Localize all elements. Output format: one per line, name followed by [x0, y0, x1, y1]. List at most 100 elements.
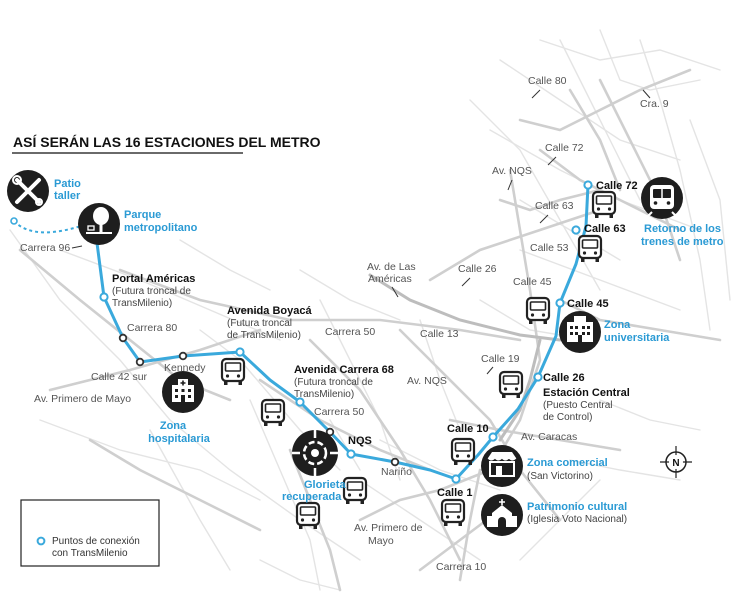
street-av-americas-2: Américas [368, 273, 412, 285]
street-carrera-96: Carrera 96 [20, 242, 70, 254]
poi-glorieta-1: Glorieta [304, 479, 346, 491]
poi-universitaria-1: Zona [604, 319, 631, 331]
street-narino: Nariño [381, 466, 412, 478]
roundabout-icon [292, 430, 338, 476]
poi-glorieta-2: recuperada [282, 491, 342, 503]
bus-icon [440, 498, 466, 528]
node-narino[interactable] [390, 457, 400, 467]
wrench-icon [7, 170, 49, 212]
poi-labels: Patio taller Parque metropolitano Zona h… [54, 178, 724, 513]
street-calle-26: Calle 26 [458, 263, 497, 275]
street-calle-63: Calle 63 [535, 200, 574, 212]
street-calle-42-sur: Calle 42 sur [91, 371, 148, 383]
street-av-primero-mayo-left: Av. Primero de Mayo [34, 393, 131, 405]
street-calle-53: Calle 53 [530, 242, 569, 254]
station-node-calle-45[interactable] [555, 298, 565, 308]
station-sub-avenida-carrera-68-2: TransMilenio) [294, 389, 354, 400]
station-label-estacion-central: Estación Central [543, 387, 630, 399]
station-label-calle-26: Calle 26 [543, 372, 585, 384]
train-icon [641, 177, 683, 219]
tree-icon [78, 203, 120, 245]
university-icon [559, 311, 601, 353]
poi-patrimonio-sub: (Iglesia Voto Nacional) [527, 514, 627, 525]
poi-retorno-1: Retorno de los [644, 223, 721, 235]
street-carrera-50-top: Carrera 50 [325, 326, 375, 338]
bus-icon [450, 437, 476, 467]
station-sub-portal-americas-1: (Futura troncal de [112, 286, 191, 297]
poi-parque-1: Parque [124, 209, 161, 221]
node-carrera-80[interactable] [118, 333, 128, 343]
patio-connector-line [13, 220, 85, 234]
patio-node [10, 217, 18, 225]
hospital-icon [162, 371, 204, 413]
bus-icon [591, 190, 617, 220]
street-carrera-10: Carrera 10 [436, 561, 486, 573]
street-carrera-50-mid: Carrera 50 [314, 406, 364, 418]
station-sub-portal-americas-2: TransMilenio) [112, 298, 172, 309]
bus-icon [498, 370, 524, 400]
bus-icon [525, 296, 551, 326]
node-kennedy[interactable] [178, 351, 188, 361]
plain-station-nodes [118, 333, 400, 467]
station-label-calle-72: Calle 72 [596, 180, 638, 192]
station-node-calle-26[interactable] [533, 372, 543, 382]
church-icon [481, 494, 523, 536]
node-calle-42-sur[interactable] [135, 357, 145, 367]
station-node-nqs[interactable] [346, 449, 356, 459]
station-nodes [99, 180, 593, 484]
street-calle-45: Calle 45 [513, 276, 552, 288]
station-label-avenida-boyaca: Avenida Boyacá [227, 305, 312, 317]
street-labels: Calle 80 Cra. 9 Calle 72 Av. NQS Calle 6… [20, 75, 669, 573]
legend: Puntos de conexión con TransMilenio [20, 499, 160, 567]
station-label-calle-63: Calle 63 [584, 223, 626, 235]
poi-comercial: Zona comercial [527, 457, 608, 469]
station-sub-avenida-boyaca-2: de TransMilenio) [227, 330, 301, 341]
poi-retorno-2: trenes de metro [641, 236, 724, 248]
legend-node [36, 536, 46, 546]
station-label-portal-americas: Portal Américas [112, 273, 195, 285]
bus-icon [295, 501, 321, 531]
street-av-caracas: Av. Caracas [521, 431, 577, 443]
station-sub-avenida-carrera-68-1: (Futura troncal de [294, 377, 373, 388]
station-sub-avenida-boyaca-1: (Futura troncal [227, 318, 292, 329]
station-node-calle-1[interactable] [451, 474, 461, 484]
street-calle-19: Calle 19 [481, 353, 520, 365]
poi-hospital-2: hospitalaria [148, 433, 211, 445]
station-node-calle-72[interactable] [583, 180, 593, 190]
street-calle-80: Calle 80 [528, 75, 567, 87]
poi-patio-2: taller [54, 190, 81, 202]
station-node-calle-63[interactable] [571, 225, 581, 235]
node-carrera-50[interactable] [325, 427, 335, 437]
station-node-avenida-carrera-68[interactable] [295, 397, 305, 407]
street-av-primero-mayo-bottom-1: Av. Primero de [354, 522, 423, 534]
poi-comercial-sub: (San Victorino) [527, 471, 593, 482]
station-sub-estacion-central-2: de Control) [543, 412, 592, 423]
bus-icon [342, 476, 368, 506]
legend-label-1: Puntos de conexión [52, 536, 140, 547]
street-kennedy: Kennedy [164, 362, 206, 374]
map-title: ASÍ SERÁN LAS 16 ESTACIONES DEL METRO [13, 134, 321, 150]
poi-universitaria-2: universitaria [604, 332, 670, 344]
poi-icons [7, 170, 683, 536]
station-labels: Portal Américas (Futura troncal de Trans… [112, 180, 638, 499]
street-av-nqs-mid: Av. NQS [407, 375, 447, 387]
station-label-nqs: NQS [348, 435, 372, 447]
poi-parque-2: metropolitano [124, 222, 198, 234]
poi-patrimonio: Patrimonio cultural [527, 501, 627, 513]
street-carrera-80: Carrera 80 [127, 322, 177, 334]
street-calle-72: Calle 72 [545, 142, 584, 154]
station-label-calle-10: Calle 10 [447, 423, 489, 435]
shop-icon [481, 445, 523, 487]
compass-label: N [672, 458, 679, 469]
legend-label-2: con TransMilenio [52, 548, 128, 559]
station-node-avenida-boyaca[interactable] [235, 347, 245, 357]
street-cra-9: Cra. 9 [640, 98, 669, 110]
compass-icon: N [660, 446, 692, 478]
bus-icon [220, 357, 246, 387]
station-sub-estacion-central-1: (Puesto Central [543, 400, 612, 411]
station-node-calle-10[interactable] [488, 432, 498, 442]
poi-hospital-1: Zona [160, 420, 187, 432]
station-node-portal-americas[interactable] [99, 292, 109, 302]
poi-sublabels: (San Victorino) (Iglesia Voto Nacional) [527, 471, 627, 525]
